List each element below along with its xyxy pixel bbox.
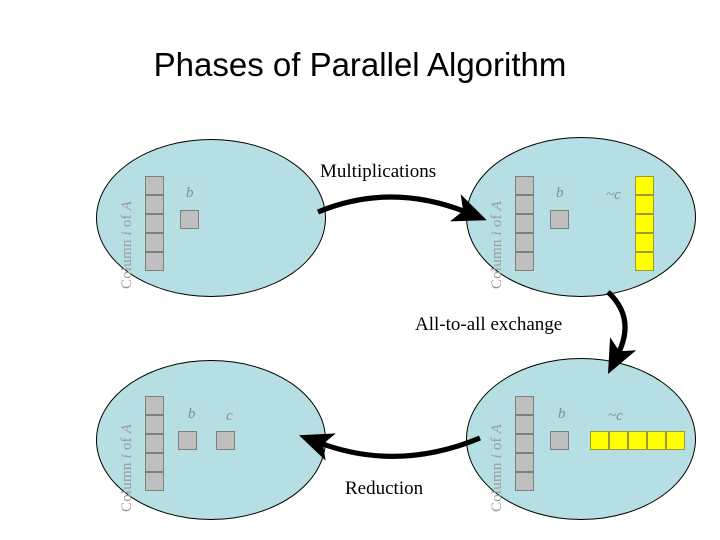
stage-ellipse-top-right	[466, 137, 696, 297]
vector-b-label-top-left: b	[186, 185, 194, 201]
matrix-column-cell	[515, 434, 534, 453]
matrix-column-cell	[515, 214, 534, 233]
vector-b-label-bottom-left: b	[188, 406, 196, 422]
matrix-column-cell	[145, 233, 164, 252]
matrix-column-cell	[515, 176, 534, 195]
arrow-reduction	[299, 433, 481, 461]
vector-c-cell	[216, 431, 235, 450]
vector-c-cell	[666, 431, 685, 450]
column-label-bottom-right: Column i of A	[489, 423, 505, 512]
stage-ellipse-top-left	[96, 139, 326, 297]
vector-c-label-bottom-left: c	[226, 408, 233, 424]
matrix-column-cell	[515, 472, 534, 491]
vector-c-cell	[609, 431, 628, 450]
vector-c-label-bottom-right: ~c	[608, 408, 623, 424]
matrix-column-cell	[515, 233, 534, 252]
transition-label-all-to-all-exchange: All-to-all exchange	[415, 314, 563, 335]
stage-ellipse-bottom-left	[96, 360, 326, 520]
vector-c-cell	[635, 214, 654, 233]
vector-b-cell	[550, 431, 569, 450]
matrix-column-cell	[515, 252, 534, 271]
matrix-column-cell	[145, 252, 164, 271]
matrix-column-cell	[145, 472, 164, 491]
matrix-column-cell	[515, 453, 534, 472]
matrix-column-cell	[145, 415, 164, 434]
vector-b-cell	[550, 210, 569, 229]
transition-label-reduction: Reduction	[345, 478, 424, 499]
matrix-column-cell	[145, 176, 164, 195]
column-label-top-right: Column i of A	[489, 200, 505, 289]
vector-c-cell	[628, 431, 647, 450]
column-label-bottom-left: Column i of A	[119, 423, 135, 512]
vector-b-cell	[178, 431, 197, 450]
matrix-column-cell	[515, 396, 534, 415]
vector-c-label-top-right: ~c	[606, 187, 621, 203]
page-title: Phases of Parallel Algorithm	[153, 46, 567, 83]
matrix-column-cell	[145, 396, 164, 415]
vector-c-cell	[635, 252, 654, 271]
transition-label-multiplications: Multiplications	[320, 161, 437, 182]
matrix-column-cell	[515, 415, 534, 434]
matrix-column-cell	[145, 453, 164, 472]
matrix-column-cell	[515, 195, 534, 214]
arrow-multiplications	[317, 194, 487, 222]
matrix-column-cell	[145, 434, 164, 453]
vector-c-cell	[635, 233, 654, 252]
vector-b-cell	[180, 210, 199, 229]
vector-b-label-top-right: b	[556, 185, 564, 201]
vector-c-cell	[590, 431, 609, 450]
vector-c-cell	[647, 431, 666, 450]
arrow-all-to-all-exchange	[606, 290, 637, 375]
column-label-top-left: Column i of A	[119, 200, 135, 289]
vector-c-cell	[635, 195, 654, 214]
vector-b-label-bottom-right: b	[558, 406, 566, 422]
vector-c-cell	[635, 176, 654, 195]
matrix-column-cell	[145, 195, 164, 214]
matrix-column-cell	[145, 214, 164, 233]
